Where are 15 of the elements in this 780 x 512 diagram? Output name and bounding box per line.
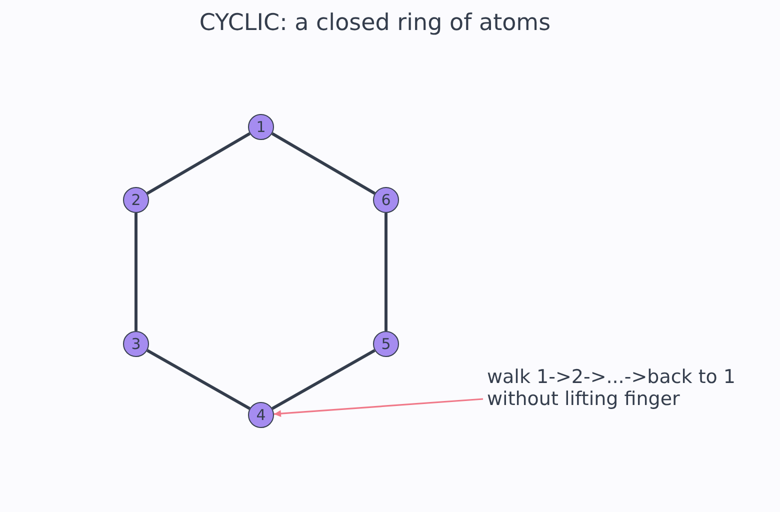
numbered-node: 5 bbox=[373, 331, 399, 357]
numbered-node: 6 bbox=[373, 187, 399, 213]
annotation-text: walk 1->2->...->back to 1 without lifting finger bbox=[487, 366, 773, 410]
numbered-node: 2 bbox=[123, 187, 149, 213]
connector-line bbox=[384, 213, 388, 331]
connector-line bbox=[146, 132, 251, 195]
numbered-node: 4 bbox=[248, 402, 274, 428]
numbered-node: 3 bbox=[123, 331, 149, 357]
connector-line bbox=[271, 132, 376, 195]
connector-line bbox=[146, 349, 250, 410]
diagram-title: CYCLIC: a closed ring of atoms bbox=[198, 10, 552, 36]
connector-line bbox=[134, 213, 138, 331]
connector-line bbox=[272, 349, 376, 410]
arrow bbox=[274, 398, 484, 418]
numbered-node: 1 bbox=[248, 114, 274, 140]
